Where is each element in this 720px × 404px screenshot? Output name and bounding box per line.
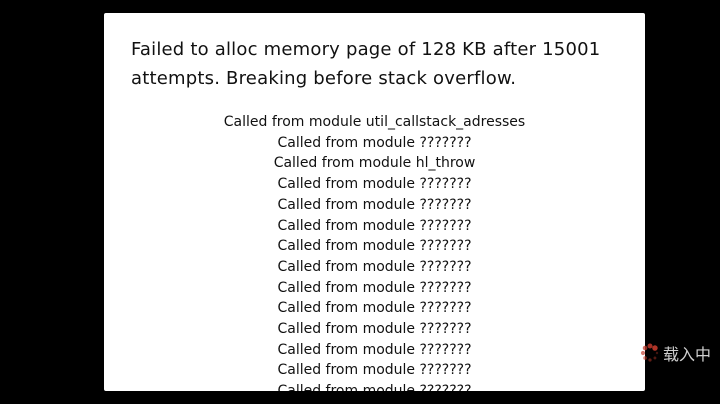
callstack-item: Called from module ??????? bbox=[104, 381, 645, 391]
callstack-item: Called from module ??????? bbox=[277, 134, 472, 151]
callstack-item: Called from module ??????? bbox=[277, 279, 472, 296]
spinner-dot bbox=[643, 356, 647, 360]
loading-spinner-icon bbox=[640, 340, 660, 366]
callstack-item: Called from module ??????? bbox=[277, 362, 472, 379]
error-message-line-2: attempts. Breaking before stack overflow… bbox=[131, 68, 517, 89]
callstack-item: Called from module ??????? bbox=[277, 217, 472, 234]
spinner-dot bbox=[640, 350, 646, 356]
callstack-item: Called from module ??????? bbox=[277, 321, 472, 338]
error-dialog: Failed to alloc memory page of 128 KB af… bbox=[104, 13, 645, 391]
callstack-item: Called from module ??????? bbox=[277, 300, 472, 317]
loading-text: 载入中 bbox=[663, 345, 712, 364]
callstack-item: Called from module util_callstack_adress… bbox=[223, 114, 526, 130]
callstack-list: Called from module util_callstack_adress… bbox=[104, 112, 645, 391]
callstack-item: Called from module hl_throw bbox=[273, 155, 476, 172]
callstack-item: Called from module ??????? bbox=[277, 196, 472, 213]
callstack-item: Called from module ??????? bbox=[277, 258, 472, 275]
error-message: Failed to alloc memory page of 128 KB af… bbox=[131, 35, 631, 93]
spinner-dot bbox=[655, 351, 659, 355]
loading-indicator: 载入中 bbox=[640, 336, 711, 370]
spinner-dot bbox=[647, 343, 653, 349]
callstack-item: Called from module ??????? bbox=[277, 341, 472, 358]
error-message-line-1: Failed to alloc memory page of 128 KB af… bbox=[131, 39, 601, 60]
spinner-dot bbox=[648, 358, 652, 362]
spinner-dots bbox=[640, 343, 659, 362]
spinner-dot bbox=[642, 345, 648, 351]
callstack-item: Called from module ??????? bbox=[277, 176, 472, 193]
callstack-item: Called from module ??????? bbox=[277, 238, 472, 255]
spinner-dot bbox=[652, 345, 658, 351]
spinner-dot bbox=[653, 356, 657, 360]
